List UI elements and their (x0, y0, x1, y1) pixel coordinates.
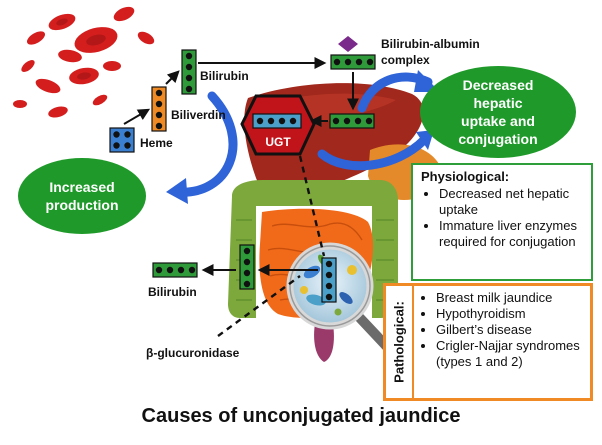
physiological-title: Physiological: (421, 169, 510, 184)
red-blood-cells (13, 6, 155, 118)
pathological-item: Breast milk jaundice (436, 290, 586, 306)
dashed-beta-glucuronidase (217, 275, 301, 337)
pathological-box: Pathological: Breast milk jaundice Hypot… (383, 283, 593, 401)
colon (228, 180, 398, 318)
ugt-label: UGT (265, 135, 291, 149)
bilirubin-box-gut (152, 262, 198, 278)
pathological-item: Crigler-Najjar syndromes (types 1 and 2) (436, 338, 586, 370)
albumin-diamond (338, 36, 358, 52)
albumin-complex-line1: Bilirubin-albumin (381, 37, 480, 51)
physiological-list: Decreased net hepatic uptake Immature li… (419, 186, 585, 250)
gut-bacteria (300, 254, 357, 316)
pathological-item: Gilbert’s disease (436, 322, 586, 338)
bilirubin-top-label: Bilirubin (200, 69, 249, 83)
bilirubin-gut-label: Bilirubin (148, 285, 197, 299)
bilirubin-box-deconjugated (239, 244, 255, 290)
increased-production-callout (18, 158, 146, 234)
physiological-box: Physiological: Decreased net hepatic upt… (411, 163, 593, 281)
biliverdin-label: Biliverdin (171, 108, 226, 122)
ugt-enzyme (240, 94, 316, 156)
decreased-uptake-line4: conjugation (458, 131, 537, 147)
increased-production-line2: production (45, 197, 118, 213)
beta-glucuronidase-label: β-glucuronidase (146, 346, 240, 360)
pathological-title: Pathological: (391, 301, 407, 383)
arrow-to-production (173, 91, 238, 197)
arrow-to-uptake-lower (317, 135, 429, 171)
physiological-item: Decreased net hepatic uptake (439, 186, 585, 218)
decreased-uptake-callout (420, 66, 576, 158)
pathological-item: Hypothyroidism (436, 306, 586, 322)
albumin-complex-line2: complex (381, 53, 430, 67)
bilirubin-box-top (181, 49, 197, 95)
decreased-uptake-line1: Decreased (463, 77, 534, 93)
physiological-item: Immature liver enzymes required for conj… (439, 218, 585, 250)
heme-label: Heme (140, 136, 173, 150)
heme-box (109, 127, 135, 153)
decreased-uptake-line2: hepatic (473, 95, 522, 111)
biliverdin-box (151, 86, 167, 132)
page-title: Causes of unconjugated jaundice (141, 405, 461, 427)
bilirubin-box-liver (329, 113, 375, 129)
pathological-list: Breast milk jaundice Hypothyroidism Gilb… (416, 290, 586, 370)
decreased-uptake-line3: uptake and (461, 113, 535, 129)
albumin-complex-box (330, 54, 376, 70)
pathological-side-label: Pathological: (386, 286, 414, 398)
arrow-biliverdin-to-bilirubin (165, 70, 180, 85)
increased-production-line1: Increased (49, 179, 114, 195)
arrow-heme-to-biliverdin (123, 108, 151, 125)
conjugated-bilirubin-gut (321, 257, 337, 303)
